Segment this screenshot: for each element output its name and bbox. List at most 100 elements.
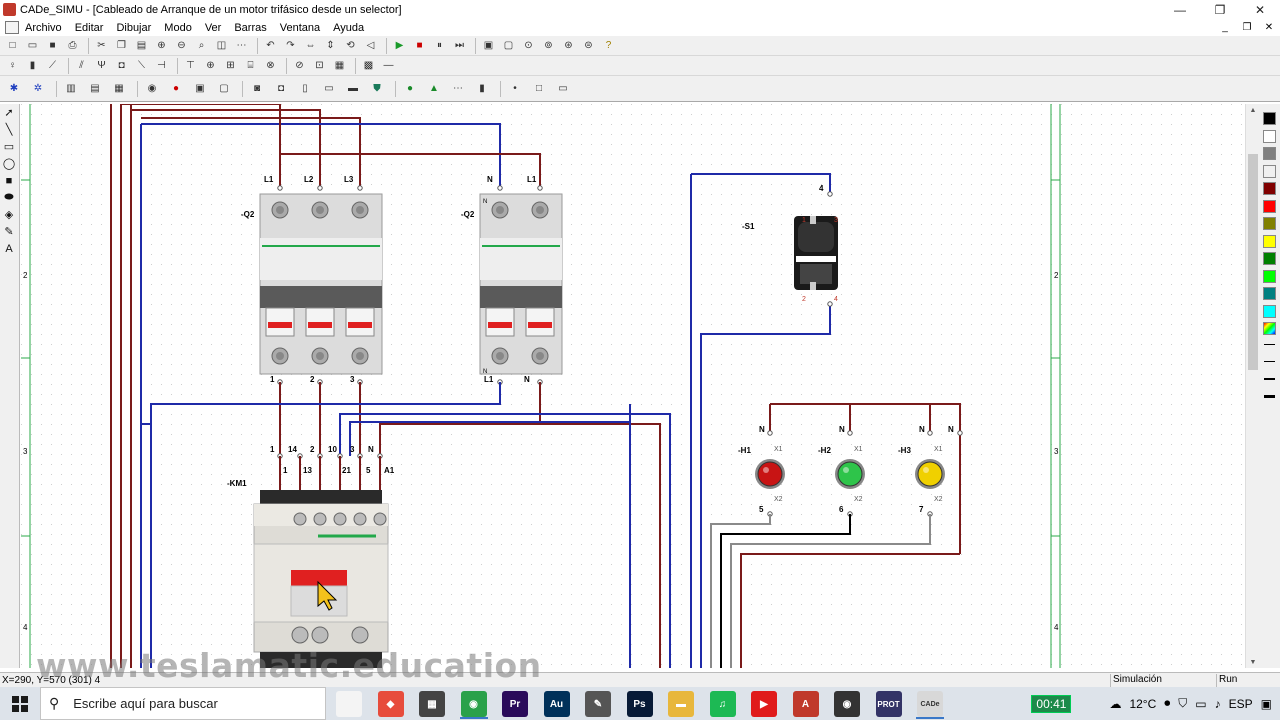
terminal-node[interactable] xyxy=(317,185,323,191)
pilot2-icon[interactable]: ▭ xyxy=(324,83,334,94)
wire-icon[interactable]: — xyxy=(383,60,394,71)
terminal-node[interactable] xyxy=(847,430,853,436)
wire[interactable] xyxy=(730,514,931,668)
fuse-holder-icon[interactable]: ▮ xyxy=(479,83,485,94)
pilot-lamp-1[interactable] xyxy=(757,461,783,487)
document-icon[interactable] xyxy=(5,21,19,34)
zoom-prev-icon[interactable]: ⊛ xyxy=(564,40,573,51)
pause-icon[interactable]: ⏸ xyxy=(437,40,442,51)
text-tool-icon[interactable]: A xyxy=(5,242,13,255)
audition-icon[interactable]: Au xyxy=(543,691,570,717)
breaker-2p-icon[interactable]: ▤ xyxy=(90,83,100,94)
step-icon[interactable]: ⏭ xyxy=(455,40,464,51)
selector-switch-s1[interactable] xyxy=(794,216,838,290)
breaker-q2-three-pole[interactable] xyxy=(259,193,383,375)
terminal-node[interactable] xyxy=(767,430,773,436)
pilot-lamp-2[interactable] xyxy=(837,461,863,487)
anydesk-icon[interactable]: ◆ xyxy=(377,691,404,717)
color-swatch[interactable] xyxy=(1263,269,1276,283)
zoom-in-icon[interactable]: ⊕ xyxy=(157,40,166,51)
spotify-icon[interactable]: ♫ xyxy=(709,691,736,717)
breaker-q2-two-pole[interactable] xyxy=(479,193,563,375)
line-width-option[interactable] xyxy=(1264,344,1275,345)
color-swatch[interactable] xyxy=(1263,234,1276,248)
rotate-icon[interactable]: ⟲ xyxy=(346,40,355,51)
wire[interactable] xyxy=(121,104,281,188)
contact-block-icon[interactable]: ▣ xyxy=(195,83,205,94)
wire[interactable] xyxy=(720,514,851,668)
stop-red-icon[interactable]: ● xyxy=(172,83,180,94)
youtube-music-icon[interactable]: ▶ xyxy=(751,691,777,717)
breaker-3p-icon[interactable]: ▥ xyxy=(66,83,76,94)
custom-color-swatch[interactable] xyxy=(1263,322,1276,335)
menu-archivo[interactable]: Archivo xyxy=(25,21,62,34)
file-icon[interactable] xyxy=(336,691,362,717)
menu-ver[interactable]: Ver xyxy=(204,21,222,34)
shield-tray-icon[interactable]: ⛉ xyxy=(1178,696,1188,710)
print-icon[interactable]: ⎙ xyxy=(68,40,77,51)
weather-temp[interactable]: 12°C xyxy=(1129,696,1157,711)
contact-no-icon[interactable]: ⟍ xyxy=(138,60,145,71)
scroll-up-icon[interactable]: ▲ xyxy=(1249,106,1257,114)
taskbar-search[interactable]: ⚲ Escribe aquí para buscar xyxy=(40,687,326,720)
mdi-restore-icon[interactable]: ❐ xyxy=(1242,22,1252,33)
windows-start-icon[interactable] xyxy=(0,687,40,720)
plc-icon[interactable]: ▦ xyxy=(334,60,345,71)
stop-icon[interactable]: ■ xyxy=(416,40,423,51)
restore-icon[interactable]: ❐ xyxy=(1214,2,1226,17)
microphone-icon[interactable]: ⏺ xyxy=(1164,696,1171,710)
sensor-icon[interactable]: ◙ xyxy=(253,83,261,94)
relay-thermal-icon[interactable]: ▦ xyxy=(114,83,124,94)
menu-editar[interactable]: Editar xyxy=(74,21,104,34)
counter-icon[interactable]: ▩ xyxy=(363,60,374,71)
zoom-out-icon[interactable]: ⊖ xyxy=(177,40,186,51)
wire[interactable] xyxy=(700,304,831,668)
zoom-fit-icon[interactable]: ⊙ xyxy=(524,40,533,51)
minimize-icon[interactable]: — xyxy=(1174,2,1186,17)
green-lamp-icon[interactable]: ● xyxy=(406,83,414,94)
rectangle-tool-icon[interactable]: ▭ xyxy=(3,141,15,153)
vertical-scrollbar[interactable]: ▲ ▼ xyxy=(1245,104,1259,668)
ellipse-tool-icon[interactable]: ◯ xyxy=(2,158,16,170)
calculator-icon[interactable]: ▦ xyxy=(419,691,445,717)
zoom-all-icon[interactable]: ⊜ xyxy=(584,40,593,51)
flip-icon[interactable]: ◁ xyxy=(366,40,375,51)
lamp-icon[interactable]: ⊗ xyxy=(266,60,275,71)
color-swatch[interactable] xyxy=(1263,252,1276,265)
play-icon[interactable]: ▶ xyxy=(395,40,404,51)
redo-icon[interactable]: ↷ xyxy=(286,40,295,51)
contactor-km1[interactable] xyxy=(253,490,389,668)
emergency-icon[interactable]: ◉ xyxy=(147,83,157,94)
color-swatch[interactable] xyxy=(1263,164,1276,178)
terminal-node[interactable] xyxy=(497,185,503,191)
wire[interactable] xyxy=(131,109,321,188)
fuse-icon[interactable]: ♀ xyxy=(8,60,17,71)
timer-icon[interactable]: ⊞ xyxy=(226,60,235,71)
rect-small-icon[interactable]: □ xyxy=(535,83,543,94)
color-swatch[interactable] xyxy=(1263,182,1276,195)
photoshop-icon[interactable]: Ps xyxy=(626,691,653,717)
undo-icon[interactable]: ↶ xyxy=(266,40,275,51)
color-swatch[interactable] xyxy=(1263,129,1276,143)
bell-icon[interactable]: ▲ xyxy=(429,83,439,94)
wire[interactable] xyxy=(141,117,361,188)
terminal-node[interactable] xyxy=(957,430,963,436)
wire[interactable] xyxy=(379,382,541,456)
copy-icon[interactable]: ❐ xyxy=(117,40,126,51)
premiere-icon[interactable]: Pr xyxy=(502,691,528,717)
dot-icon[interactable]: • xyxy=(513,83,517,94)
motor-blue-icon[interactable]: ✱ xyxy=(9,83,19,94)
contactor-icon[interactable]: Ψ xyxy=(97,60,106,71)
chrome-icon[interactable]: ◉ xyxy=(460,691,487,717)
mdi-minimize-icon[interactable]: _ xyxy=(1222,22,1228,33)
menu-barras[interactable]: Barras xyxy=(234,21,267,34)
scroll-down-icon[interactable]: ▼ xyxy=(1249,658,1257,666)
obs-icon[interactable]: ◉ xyxy=(834,691,860,717)
menu-dibujar[interactable]: Dibujar xyxy=(116,21,152,34)
pilot-lamp-3[interactable] xyxy=(917,461,943,487)
contact-nc-icon[interactable]: ⊣ xyxy=(157,60,166,71)
color-swatch[interactable] xyxy=(1263,304,1276,318)
folder-icon[interactable]: ▬ xyxy=(668,691,694,717)
save-icon[interactable]: ■ xyxy=(49,40,56,51)
